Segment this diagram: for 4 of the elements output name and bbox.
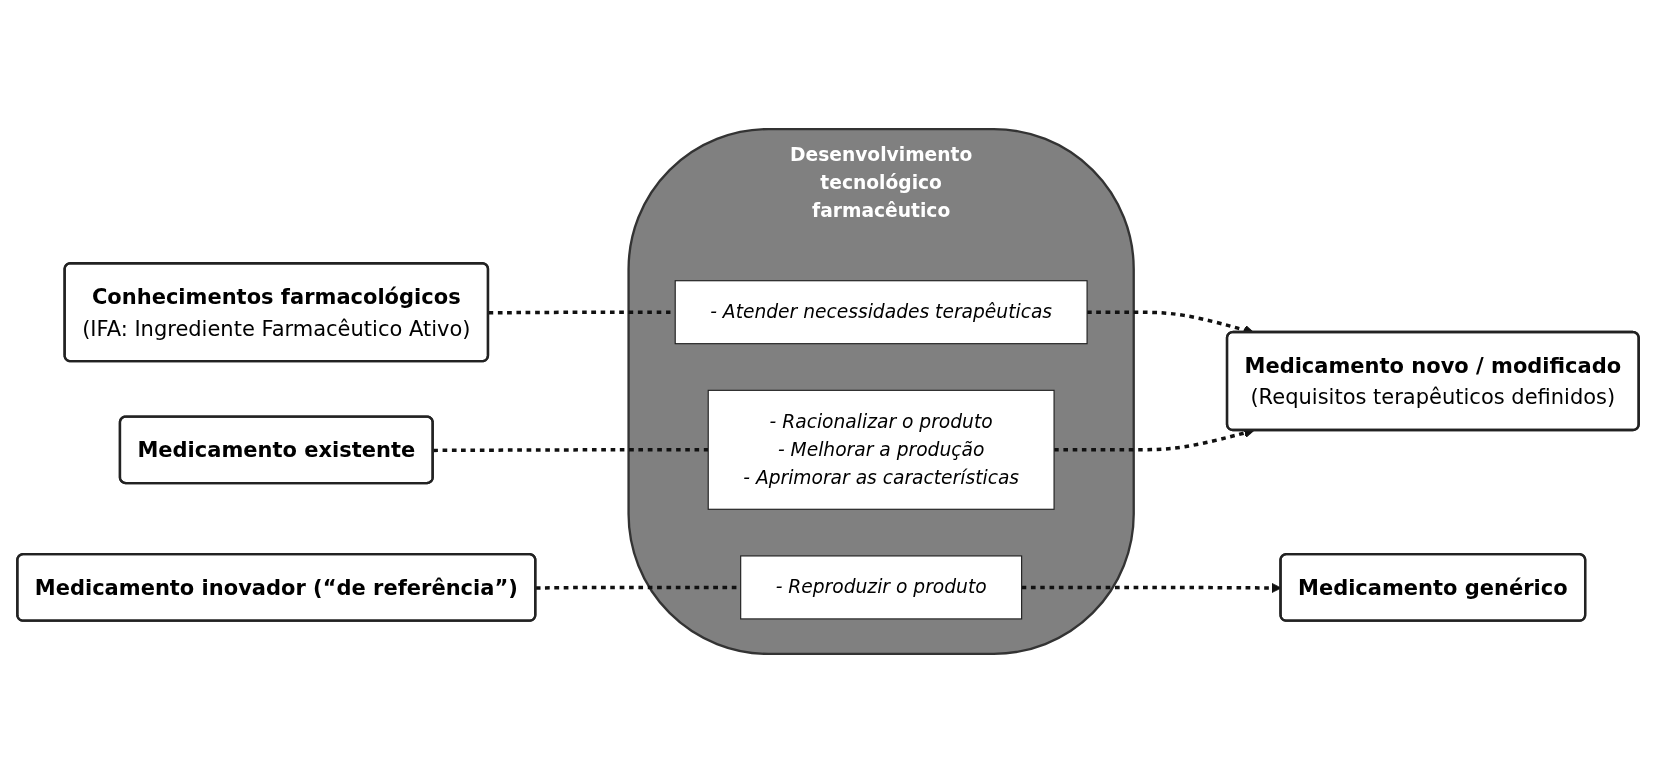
node-box: - Reproduzir o produto bbox=[739, 555, 1022, 620]
node-box: - Racionalizar o produto - Melhorar a produção - Aprimorar as características bbox=[707, 389, 1055, 510]
connector bbox=[432, 448, 708, 453]
node-box: - Atender necessidades terapêuticas bbox=[674, 280, 1088, 345]
